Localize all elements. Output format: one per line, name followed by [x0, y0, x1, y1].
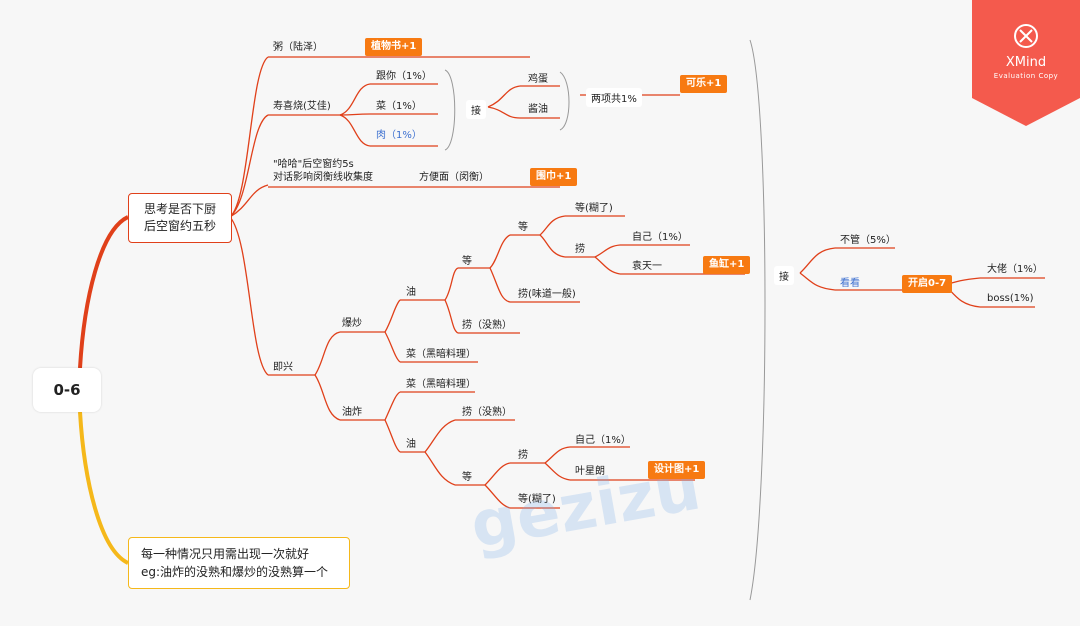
sukiyaki-item-gen-ni[interactable]: 跟你（1%） — [376, 71, 432, 82]
right-join[interactable]: 接 — [774, 266, 794, 285]
sukiyaki-combined[interactable]: 两项共1% — [586, 88, 642, 107]
root-node[interactable]: 0-6 — [33, 368, 101, 412]
right-boss-big[interactable]: 大佬（1%） — [987, 264, 1043, 275]
deepfry-self[interactable]: 自己（1%） — [575, 435, 631, 446]
stirfry-wait2[interactable]: 等 — [518, 222, 528, 233]
topic-cook-line1: 思考是否下厨 — [143, 202, 216, 216]
stirfry-scoop-bland[interactable]: 捞(味道一般) — [518, 289, 576, 300]
topic-note-line2: eg:油炸的没熟和爆炒的没熟算一个 — [141, 565, 329, 579]
deepfry-oil[interactable]: 油 — [406, 439, 416, 450]
branch-zhou[interactable]: 粥（陆泽） — [273, 42, 323, 53]
deepfry-node[interactable]: 油炸 — [342, 407, 362, 418]
deepfry-wait[interactable]: 等 — [462, 472, 472, 483]
topic-cook-decision[interactable]: 思考是否下厨 后空窗约五秒 — [128, 193, 232, 243]
sukiyaki-item-meat[interactable]: 肉（1%） — [376, 130, 422, 141]
right-ignore[interactable]: 不管（5%） — [840, 235, 896, 246]
badge-scarf: 围巾+1 — [530, 168, 578, 186]
sukiyaki-item-veg[interactable]: 菜（1%） — [376, 101, 422, 112]
stirfry-self[interactable]: 自己（1%） — [632, 232, 688, 243]
xmind-subtitle: Evaluation Copy — [993, 72, 1059, 80]
right-look[interactable]: 看看 — [840, 278, 860, 289]
branch-sukiyaki[interactable]: 寿喜烧(艾佳) — [273, 101, 331, 112]
badge-fish-tank: 鱼缸+1 — [703, 256, 751, 274]
stirfry-yuan[interactable]: 袁天一 — [632, 261, 662, 272]
deepfry-ye[interactable]: 叶星朗 — [575, 466, 605, 477]
stirfry-scoop-raw[interactable]: 捞（没熟） — [462, 320, 512, 331]
branch-haha-line1[interactable]: "哈哈"后空窗约5s — [273, 159, 354, 170]
badge-design-drawing: 设计图+1 — [648, 461, 706, 479]
badge-plant-book: 植物书+1 — [365, 38, 423, 56]
topic-cook-line2: 后空窗约五秒 — [143, 219, 216, 233]
stirfry-scoop[interactable]: 捞 — [575, 244, 585, 255]
stirfry-oil[interactable]: 油 — [406, 287, 416, 298]
badge-open-0-7: 开启0-7 — [902, 275, 953, 293]
topic-note-line1: 每一种情况只用需出现一次就好 — [141, 547, 310, 561]
sukiyaki-join[interactable]: 接 — [466, 100, 486, 119]
deepfry-scoop[interactable]: 捞 — [518, 450, 528, 461]
deepfry-scoop-raw[interactable]: 捞（没熟） — [462, 407, 512, 418]
stirfry-wait[interactable]: 等 — [462, 256, 472, 267]
noodle-node[interactable]: 方便面（闵衡） — [419, 172, 489, 183]
deepfry-wait-burnt[interactable]: 等(糊了) — [518, 494, 556, 505]
branch-impromptu[interactable]: 即兴 — [273, 362, 293, 373]
sukiyaki-egg[interactable]: 鸡蛋 — [528, 74, 548, 85]
stirfry-wait-burnt[interactable]: 等(糊了) — [575, 203, 613, 214]
xmind-logo-icon — [972, 0, 1080, 126]
branch-haha-line2[interactable]: 对话影响闵衡线收集度 — [273, 172, 373, 183]
xmind-title: XMind — [1005, 55, 1047, 70]
topic-note[interactable]: 每一种情况只用需出现一次就好 eg:油炸的没熟和爆炒的没熟算一个 — [128, 537, 350, 589]
stirfry-veg-dark[interactable]: 菜（黑暗料理） — [406, 349, 476, 360]
deepfry-veg-dark[interactable]: 菜（黑暗料理） — [406, 379, 476, 390]
right-boss[interactable]: boss(1%) — [987, 293, 1034, 304]
stirfry-node[interactable]: 爆炒 — [342, 318, 362, 329]
sukiyaki-soy[interactable]: 酱油 — [528, 104, 548, 115]
badge-cola: 可乐+1 — [680, 75, 728, 93]
